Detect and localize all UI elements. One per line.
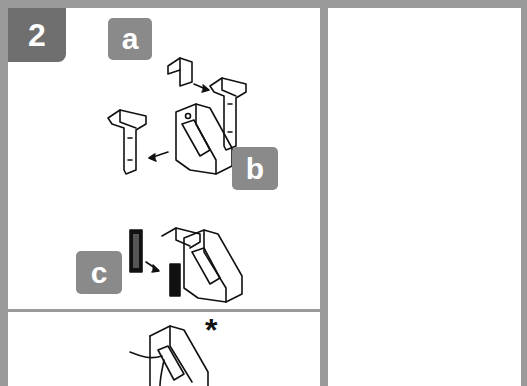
substep-badge: a	[108, 18, 152, 60]
substep-badge: c	[76, 251, 122, 294]
step-number: 2	[28, 17, 46, 54]
note-symbol: *	[205, 312, 217, 349]
substep-badge: b	[232, 147, 278, 190]
substep-letter: b	[246, 152, 264, 186]
substep-letter: c	[91, 256, 108, 290]
step-number-badge: 2	[8, 8, 66, 62]
substep-letter: a	[122, 22, 139, 56]
